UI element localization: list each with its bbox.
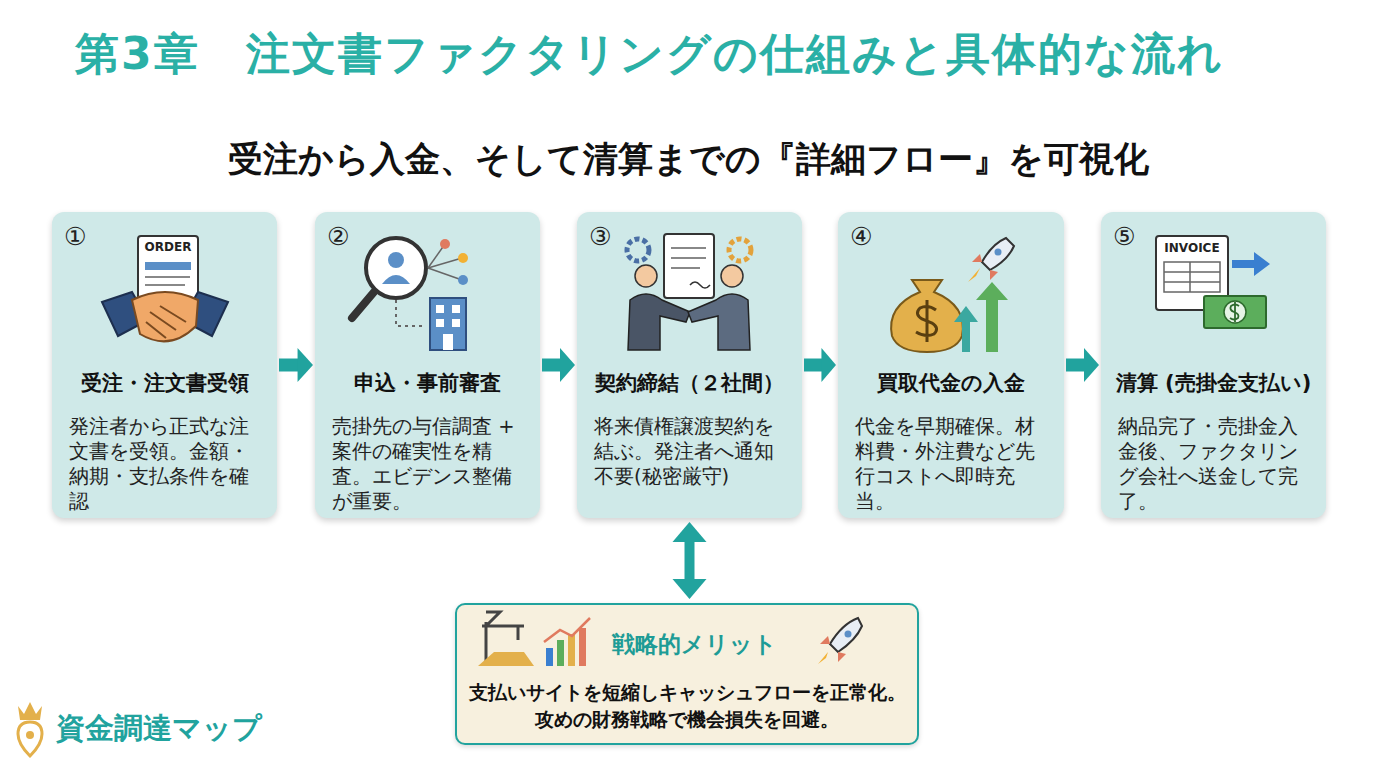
step-number: ④	[850, 222, 872, 252]
step-description: 納品完了・売掛金入金後、ファクタリング会社へ送金して完了。	[1118, 414, 1311, 514]
arrow-head	[673, 522, 707, 542]
icon-text: ORDER	[140, 239, 196, 255]
process-box: ③ 契約締結（２社間） 将来債権譲渡契約を結ぶ。発注者へ通知不要(秘密厳守)	[577, 212, 802, 518]
arrow-head	[821, 348, 836, 382]
double-arrow	[673, 522, 707, 599]
logo-mark-part	[18, 702, 42, 720]
process-box: ⑤ 清算 (売掛金支払い) 納品完了・売掛金入金後、ファクタリング会社へ送金して完了…	[1101, 212, 1326, 518]
arrow-head	[298, 348, 313, 382]
merit-box: 戦略的メリット支払いサイトを短縮しキャッシュフローを正常化。 攻めの財務戦略で機…	[455, 603, 919, 745]
step-number: ③	[589, 222, 611, 252]
arrow-shaft	[542, 359, 561, 372]
step-description: 売掛先の与信調査 + 案件の確実性を精査。エビデンス整備が重要。	[332, 414, 525, 514]
arrow-head	[1084, 348, 1099, 382]
step-number: ⑤	[1113, 222, 1135, 252]
logo-mark	[18, 702, 42, 756]
step-heading: 買取代金の入金	[842, 370, 1060, 397]
process-box: ② 申込・事前審査売掛先の与信調査 + 案件の確実性を精査。エビデンス整備が重要。	[315, 212, 540, 518]
merit-description: 支払いサイトを短縮しキャッシュフローを正常化。 攻めの財務戦略で機会損失を回避。	[465, 679, 909, 733]
step-description: 発注者から正式な注文書を受領。金額・納期・支払条件を確認	[69, 414, 262, 514]
flow-arrow	[804, 348, 836, 382]
subtitle: 受注から入金、そして清算までの『詳細フロー』を可視化	[0, 136, 1376, 182]
flow-arrow	[279, 348, 313, 382]
process-box: ① 受注・注文書受領発注者から正式な注文書を受領。金額・納期・支払条件を確認	[52, 212, 277, 518]
step-description: 将来債権譲渡契約を結ぶ。発注者へ通知不要(秘密厳守)	[594, 414, 787, 489]
step-heading: 清算 (売掛金支払い)	[1105, 370, 1322, 397]
step-number: ②	[327, 222, 349, 252]
page-title: 第3章 注文書ファクタリングの仕組みと具体的な流れ	[75, 26, 1224, 82]
flow-arrow	[542, 348, 575, 382]
step-heading: 申込・事前審査	[319, 370, 536, 397]
arrow-shaft	[1066, 359, 1085, 372]
step-heading: 受注・注文書受領	[56, 370, 273, 397]
step-description: 代金を早期確保。材料費・外注費など先行コストへ即時充当。	[855, 414, 1049, 514]
arrow-shaft	[685, 541, 695, 580]
arrow-shaft	[279, 359, 299, 372]
arrow-head	[673, 579, 707, 599]
process-box: ④ 買取代金の入金代金を早期確保。材料費・外注費など先行コストへ即時充当。	[838, 212, 1064, 518]
flow-arrow	[1066, 348, 1099, 382]
arrow-shaft	[804, 359, 822, 372]
arrow-head	[560, 348, 575, 382]
logo-mark-part	[18, 722, 42, 756]
icon-text: INVOICE	[1156, 240, 1228, 256]
step-number: ①	[64, 222, 86, 252]
merit-heading: 戦略的メリット	[612, 629, 777, 659]
logo-mark-part	[26, 731, 34, 739]
step-heading: 契約締結（２社間）	[581, 370, 798, 397]
logo-text: 資金調達マップ	[56, 710, 316, 746]
